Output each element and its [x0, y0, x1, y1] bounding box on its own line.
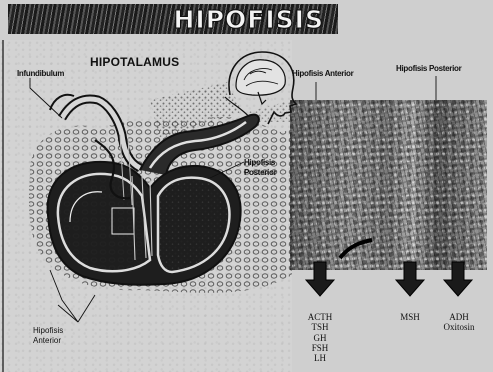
anterior-hormone-list: ACTH TSH GH FSH LH: [305, 312, 335, 364]
hormone-gh: GH: [305, 333, 335, 343]
hipofisis-anterior-line2: Anterior: [33, 336, 63, 346]
hipofisis-posterior-label: Hipofisis Posterior: [244, 158, 276, 178]
posterior-hormone-list: ADH Oxitosin: [436, 312, 482, 333]
hormone-msh: MSH: [395, 312, 425, 322]
hormone-tsh: TSH: [305, 322, 335, 332]
hormone-fsh: FSH: [305, 343, 335, 353]
hipofisis-posterior-line2: Posterior: [244, 168, 276, 178]
hipofisis-posterior-line1: Hipofisis: [244, 158, 276, 168]
hormone-adh: ADH: [436, 312, 482, 322]
hormone-oxitosin: Oxitosin: [436, 322, 482, 332]
msh-hormone-list: MSH: [395, 312, 425, 322]
micrograph-anterior-label: Hipofisis Anterior: [292, 70, 353, 78]
hormone-acth: ACTH: [305, 312, 335, 322]
hormone-lh: LH: [305, 353, 335, 363]
hipofisis-anterior-label: Hipofisis Anterior: [33, 326, 63, 347]
micrograph-posterior-label: Hipofisis Posterior: [396, 65, 461, 73]
hormone-arrows: [306, 240, 472, 296]
hipofisis-anterior-line1: Hipofisis: [33, 326, 63, 336]
infundibulum-label: Infundibulum: [17, 70, 64, 78]
hipotalamus-label: HIPOTALAMUS: [90, 56, 179, 68]
